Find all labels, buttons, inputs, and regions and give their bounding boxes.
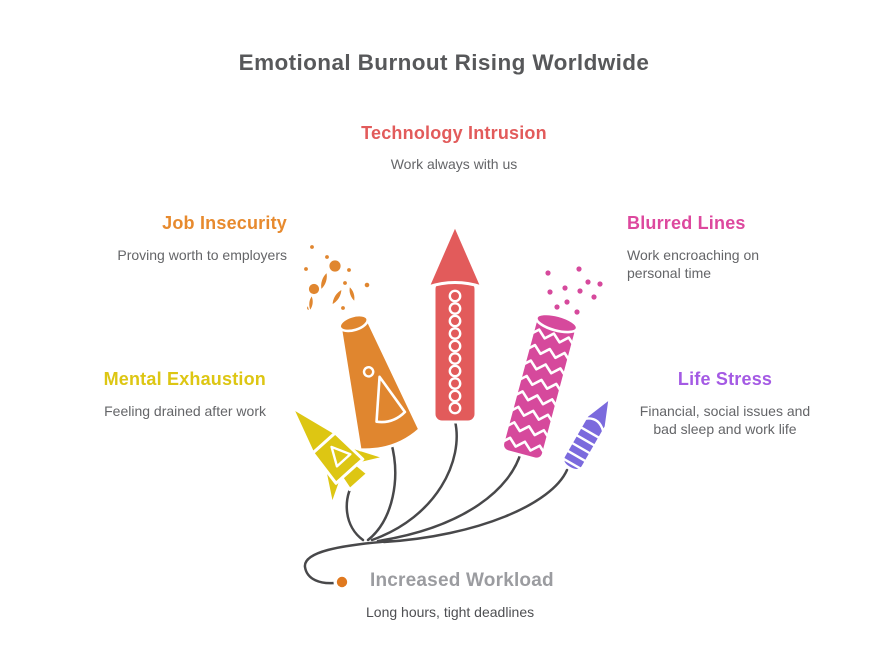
orange-cone-detail-circle [362,366,375,378]
section-blurred-lines: Blurred Lines Work encroaching on person… [627,213,799,282]
increased-workload-description: Long hours, tight deadlines [366,604,535,620]
life-stress-heading: Life Stress [677,369,773,389]
section-mental-exhaustion: Mental Exhaustion Feeling drained after … [104,369,266,420]
orange-cone-detail-triangle [375,375,407,424]
fuse-purple [382,468,569,544]
fuse-red [370,419,458,542]
pink-confetti-icon [545,266,603,315]
life-stress-description: Financial, social issues and bad sleep a… [639,403,811,437]
red-rocket-dot-column [448,289,462,415]
pink-tube-zigzag-stripes [500,328,576,456]
pink-tube-opening [535,312,579,334]
purple-crayon-firework-icon [560,396,612,472]
yellow-rocket-body [311,431,365,485]
yellow-rocket-detail-triangle [330,445,352,468]
orange-cone-firework-icon [338,313,422,452]
section-increased-workload: Increased Workload Long hours, tight dea… [366,570,554,621]
section-job-insecurity: Job Insecurity Proving worth to employer… [117,213,287,264]
yellow-rocket-nozzle [340,463,370,492]
orange-cone-opening [338,313,370,333]
technology-intrusion-heading: Technology Intrusion [361,123,547,143]
fuse-tail [303,539,394,585]
fuse-lines [303,419,569,585]
fuse-orange [366,440,397,542]
job-insecurity-heading: Job Insecurity [162,213,287,233]
yellow-rocket-firework-icon [290,405,388,508]
job-insecurity-description: Proving worth to employers [117,247,287,263]
section-technology-intrusion: Technology Intrusion Work always with us [354,119,554,173]
fuse-pink [376,450,523,543]
mental-exhaustion-description: Feeling drained after work [104,403,266,419]
orange-sparks-icon [302,243,372,313]
purple-rocket-stripes [560,417,605,471]
orange-cone-body [338,316,422,452]
pink-zigzag-firework-icon [500,312,579,461]
mental-exhaustion-heading: Mental Exhaustion [103,369,266,389]
orange-bullet-dot-icon [333,573,351,591]
red-rocket-nose [426,223,484,289]
increased-workload-heading: Increased Workload [370,570,554,591]
page-title: Emotional Burnout Rising Worldwide [238,50,650,75]
blurred-lines-heading: Blurred Lines [627,213,746,233]
technology-intrusion-description: Work always with us [390,156,518,172]
blurred-lines-description: Work encroaching on personal time [627,247,760,281]
red-rocket-firework-icon [426,223,484,424]
section-life-stress: Life Stress Financial, social issues and… [627,369,823,438]
